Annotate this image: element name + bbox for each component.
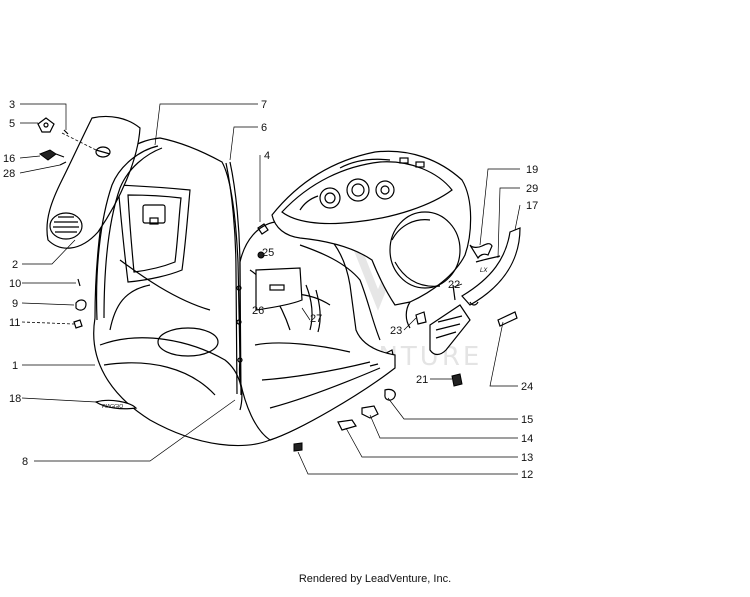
- callout-17: 17: [526, 200, 538, 212]
- callout-24: 24: [521, 381, 533, 393]
- callout-10: 10: [9, 278, 21, 290]
- callout-5: 5: [9, 118, 15, 130]
- hardware: [37, 117, 463, 452]
- glovebox-cowl: [271, 150, 472, 341]
- callout-13: 13: [521, 452, 533, 464]
- callout-4: 4: [264, 150, 270, 162]
- leader-lines: [19, 103, 521, 475]
- bracket-plate: [255, 251, 321, 333]
- callout-6: 6: [261, 122, 267, 134]
- callout-16: 16: [3, 153, 15, 165]
- callout-11: 11: [9, 317, 20, 329]
- callout-29: 29: [526, 183, 538, 195]
- callout-12: 12: [521, 469, 533, 481]
- callout-25: 25: [262, 247, 274, 259]
- callout-3: 3: [9, 99, 15, 111]
- callout-14: 14: [521, 433, 533, 445]
- callout-22: 22: [448, 279, 460, 291]
- render-credit: Rendered by LeadVenture, Inc.: [298, 573, 452, 585]
- callout-18: 18: [9, 393, 21, 405]
- side-badge-text: LX: [480, 268, 488, 274]
- callout-15: 15: [521, 414, 533, 426]
- callout-8: 8: [22, 456, 28, 468]
- badge-text: PIAGGIO: [102, 404, 123, 410]
- callout-27: 27: [310, 313, 322, 325]
- callout-1: 1: [12, 360, 18, 372]
- callout-numbers: 3 5 16 28 2 10 9 11 1 18 8 7 6 4 25 26 2…: [3, 99, 538, 481]
- callout-7: 7: [261, 99, 267, 111]
- callout-21: 21: [416, 374, 428, 386]
- callout-2: 2: [12, 259, 18, 271]
- callout-19: 19: [526, 164, 538, 176]
- horn-cover: [46, 115, 141, 249]
- trim-strips: [95, 145, 243, 396]
- callout-23: 23: [390, 325, 402, 337]
- side-trim: LX: [429, 227, 521, 356]
- callout-28: 28: [3, 168, 15, 180]
- piaggio-badge: PIAGGIO: [94, 399, 138, 410]
- callout-9: 9: [12, 298, 18, 310]
- callout-26: 26: [252, 305, 264, 317]
